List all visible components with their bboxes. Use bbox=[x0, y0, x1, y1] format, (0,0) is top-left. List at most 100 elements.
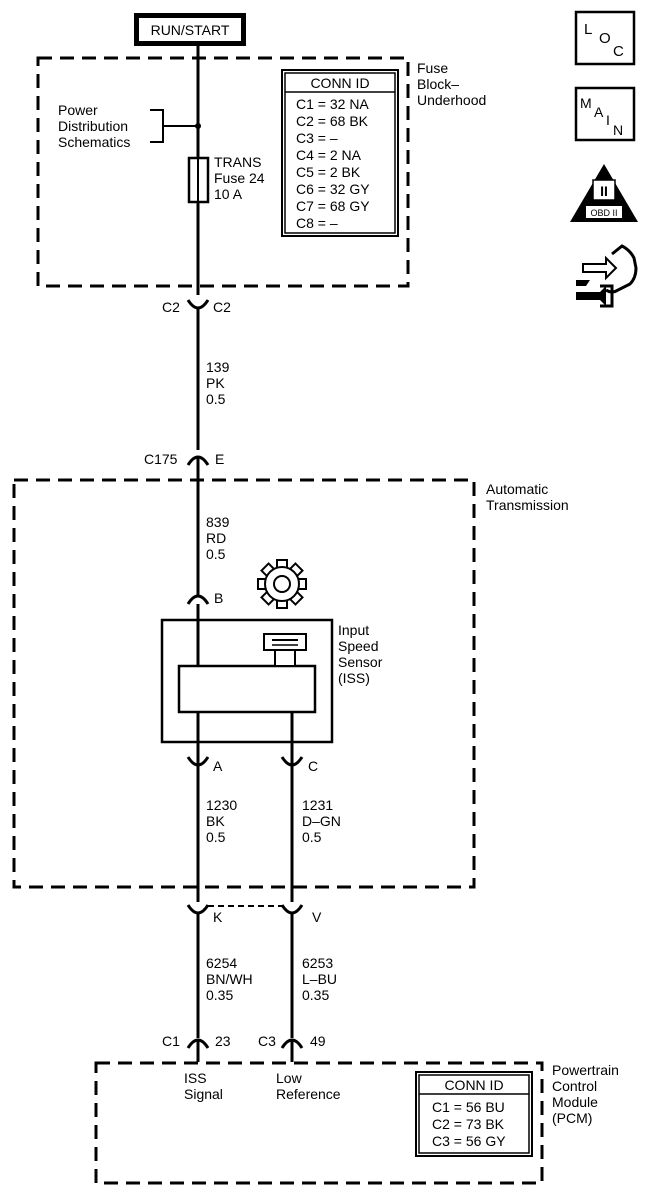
pcm-boundary bbox=[94, 1061, 544, 1185]
wire-label: BN/WH bbox=[206, 971, 253, 987]
main-letter: A bbox=[594, 104, 604, 120]
pcm-label-2: Control bbox=[552, 1078, 597, 1094]
iss-label-2: Speed bbox=[338, 638, 378, 654]
connector-k[interactable]: K bbox=[186, 904, 223, 925]
wire-label: 1230 bbox=[206, 797, 237, 813]
fuse-conn-row: C7 = 68 GY bbox=[296, 198, 370, 214]
main-icon[interactable]: M A I N bbox=[574, 86, 636, 142]
pcm-label-3: Module bbox=[552, 1094, 598, 1110]
wire-6254: 6254 BN/WH 0.35 bbox=[206, 955, 253, 1003]
wire-label: 0.35 bbox=[302, 987, 329, 1003]
wire-1230: 1230 BK 0.5 bbox=[206, 797, 237, 845]
pcm-conn-id-table: CONN ID C1 = 56 BU C2 = 73 BK C3 = 56 GY bbox=[415, 1071, 533, 1157]
main-letter: N bbox=[613, 122, 623, 138]
fuse-label-1: TRANS bbox=[214, 154, 261, 170]
low-ref-label-2: Reference bbox=[276, 1086, 341, 1102]
wire-139: 139 PK 0.5 bbox=[206, 359, 230, 407]
wire-label: BK bbox=[206, 813, 225, 829]
connector-v[interactable]: V bbox=[280, 904, 322, 925]
wire-label: 0.5 bbox=[206, 829, 226, 845]
power-source: RUN/START bbox=[134, 13, 246, 46]
wire-label: 0.5 bbox=[206, 391, 226, 407]
fuse-conn-row: C2 = 68 BK bbox=[296, 113, 369, 129]
fuse-conn-row: C8 = – bbox=[296, 215, 338, 231]
c-label: C bbox=[308, 758, 318, 774]
fuse-conn-row: C4 = 2 NA bbox=[296, 147, 362, 163]
wire-label: 6253 bbox=[302, 955, 333, 971]
component-locator-wrench-icon[interactable] bbox=[576, 244, 638, 308]
pcm-conn-row: C3 = 56 GY bbox=[432, 1133, 506, 1149]
pcm-c1-label: C1 bbox=[162, 1033, 180, 1049]
loc-icon[interactable]: L O C bbox=[574, 10, 636, 66]
connector-c2[interactable]: C2 C2 bbox=[162, 299, 231, 450]
iss-signal-label-2: Signal bbox=[184, 1086, 223, 1102]
iss-label-1: Input bbox=[338, 622, 369, 638]
pcm-c3-label: C3 bbox=[258, 1033, 276, 1049]
iss-signal-label-1: ISS bbox=[184, 1070, 207, 1086]
connector-c[interactable]: C bbox=[280, 756, 318, 774]
pcm-label-4: (PCM) bbox=[552, 1110, 592, 1126]
wire-label: 0.5 bbox=[302, 829, 322, 845]
fuse-block-boundary bbox=[36, 56, 410, 288]
fuse-block-label-2: Block– bbox=[417, 76, 459, 92]
low-ref-label-1: Low bbox=[276, 1070, 303, 1086]
c2-right-label: C2 bbox=[213, 299, 231, 315]
power-distribution-reference[interactable]: Power Distribution Schematics bbox=[58, 102, 201, 150]
wire-label: PK bbox=[206, 375, 225, 391]
wire-label: 0.5 bbox=[206, 546, 226, 562]
pcm-23-label: 23 bbox=[215, 1033, 231, 1049]
connector-b[interactable]: B bbox=[186, 590, 223, 606]
wire-label: 1231 bbox=[302, 797, 333, 813]
main-letter: I bbox=[606, 112, 610, 128]
wire-6253: 6253 L–BU 0.35 bbox=[302, 955, 337, 1003]
c2-left-label: C2 bbox=[162, 299, 180, 315]
connector-a[interactable]: A bbox=[186, 756, 223, 774]
gear-icon bbox=[257, 559, 307, 609]
fuse-block-label-3: Underhood bbox=[417, 92, 486, 108]
obd-ii-icon[interactable]: II OBD II bbox=[570, 164, 638, 222]
power-distribution-label-2: Distribution bbox=[58, 118, 128, 134]
loc-letter: O bbox=[599, 30, 611, 47]
wire-839: 839 RD 0.5 bbox=[206, 514, 230, 562]
c175-right-label: E bbox=[215, 451, 224, 467]
power-distribution-label-1: Power bbox=[58, 102, 98, 118]
connector-pcm-c1[interactable]: C1 23 bbox=[162, 1033, 231, 1062]
b-label: B bbox=[214, 590, 223, 606]
pcm-49-label: 49 bbox=[310, 1033, 326, 1049]
fuse-conn-row: C3 = – bbox=[296, 130, 338, 146]
iss-label-4: (ISS) bbox=[338, 670, 370, 686]
pcm-conn-id-title: CONN ID bbox=[444, 1077, 503, 1093]
loc-letter: C bbox=[613, 43, 624, 60]
wire-label: RD bbox=[206, 530, 226, 546]
v-label: V bbox=[312, 909, 322, 925]
fuse-conn-row: C5 = 2 BK bbox=[296, 164, 361, 180]
c175-left-label: C175 bbox=[144, 451, 178, 467]
fuse-label-3: 10 A bbox=[214, 186, 243, 202]
wire-1231: 1231 D–GN 0.5 bbox=[302, 797, 341, 845]
connector-pcm-c3[interactable]: C3 49 bbox=[258, 1033, 326, 1062]
input-speed-sensor bbox=[160, 604, 334, 766]
obd-numeral: II bbox=[600, 183, 608, 199]
wire-label: 139 bbox=[206, 359, 230, 375]
power-distribution-label-3: Schematics bbox=[58, 134, 130, 150]
pcm-conn-row: C2 = 73 BK bbox=[432, 1116, 505, 1132]
connector-c175[interactable]: C175 E bbox=[144, 451, 224, 595]
pcm-conn-row: C1 = 56 BU bbox=[432, 1099, 505, 1115]
trans-fuse: TRANS Fuse 24 10 A bbox=[187, 154, 265, 204]
fuse-conn-id-title: CONN ID bbox=[310, 75, 369, 91]
automatic-transmission-boundary bbox=[12, 478, 476, 889]
wire-label: L–BU bbox=[302, 971, 337, 987]
a-label: A bbox=[213, 758, 223, 774]
wire-label: 839 bbox=[206, 514, 230, 530]
fuse-block-label: Fuse Block– Underhood bbox=[417, 60, 486, 108]
auto-trans-label-1: Automatic bbox=[486, 481, 548, 497]
wire-label: 0.35 bbox=[206, 987, 233, 1003]
fuse-block-conn-id-table: CONN ID C1 = 32 NA C2 = 68 BK C3 = – C4 … bbox=[281, 69, 399, 237]
power-source-label: RUN/START bbox=[151, 22, 230, 38]
loc-letter: L bbox=[584, 21, 592, 38]
main-letter: M bbox=[580, 95, 592, 111]
fuse-conn-row: C6 = 32 GY bbox=[296, 181, 370, 197]
wire-label: D–GN bbox=[302, 813, 341, 829]
pcm-label-1: Powertrain bbox=[552, 1062, 619, 1078]
